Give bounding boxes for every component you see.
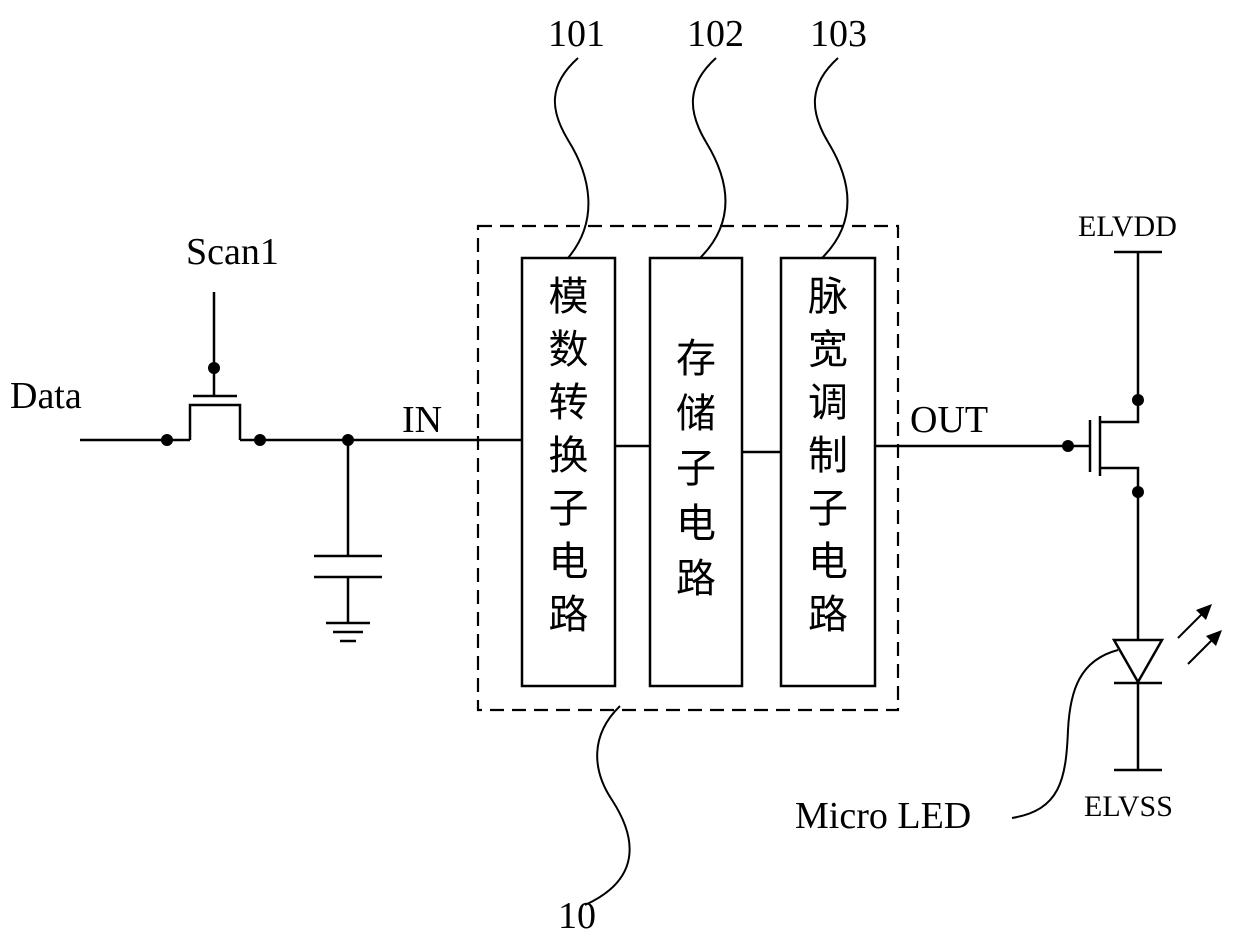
in-label: IN <box>402 399 442 441</box>
scan1-label: Scan1 <box>186 231 279 273</box>
scan1-node-dot <box>208 362 220 374</box>
ref-103-label: 103 <box>810 13 867 55</box>
leader-10 <box>585 706 630 905</box>
leader-101 <box>555 58 589 258</box>
light-emission-arrows-icon <box>1178 604 1222 664</box>
leader-102 <box>693 58 726 258</box>
drive-gate-dot <box>1062 440 1074 452</box>
block-101-char-1: 模 <box>549 274 589 320</box>
drive-transistor-drain <box>1100 400 1138 422</box>
leader-103 <box>815 58 848 258</box>
block-102-char-4: 电 <box>676 501 716 547</box>
switch-transistor-channel <box>190 405 240 440</box>
out-label: OUT <box>910 399 988 441</box>
elvss-label: ELVSS <box>1084 790 1173 823</box>
ref-102-label: 102 <box>687 13 744 55</box>
data-label: Data <box>10 375 82 417</box>
block-101-char-6: 电 <box>549 539 589 585</box>
block-102-char-1: 存 <box>676 336 716 382</box>
block-103-char-7: 路 <box>808 592 848 638</box>
block-102-char-3: 子 <box>676 446 716 492</box>
block-103-char-4: 制 <box>808 433 848 479</box>
elvdd-label: ELVDD <box>1078 210 1177 243</box>
data-node-dot <box>161 434 173 446</box>
block-102-char-2: 储 <box>676 391 716 437</box>
block-101-char-3: 转 <box>549 380 589 426</box>
block-101-char-5: 子 <box>549 486 589 532</box>
block-103-char-1: 脉 <box>808 274 848 320</box>
block-101-char-7: 路 <box>549 592 589 638</box>
ref-10-label: 10 <box>558 895 596 937</box>
micro-led-label: Micro LED <box>795 795 971 837</box>
block-103-char-6: 电 <box>808 539 848 585</box>
transistor-out-dot <box>254 434 266 446</box>
block-103-char-3: 调 <box>808 380 848 426</box>
block-103-char-2: 宽 <box>808 327 848 373</box>
block-101-char-4: 换 <box>549 433 589 479</box>
drive-transistor-source <box>1100 468 1138 492</box>
ref-101-label: 101 <box>548 13 605 55</box>
block-101-char-2: 数 <box>549 327 589 373</box>
micro-led-diode-icon <box>1114 640 1162 682</box>
block-103-char-5: 子 <box>808 486 848 532</box>
block-102-char-5: 路 <box>676 556 716 602</box>
